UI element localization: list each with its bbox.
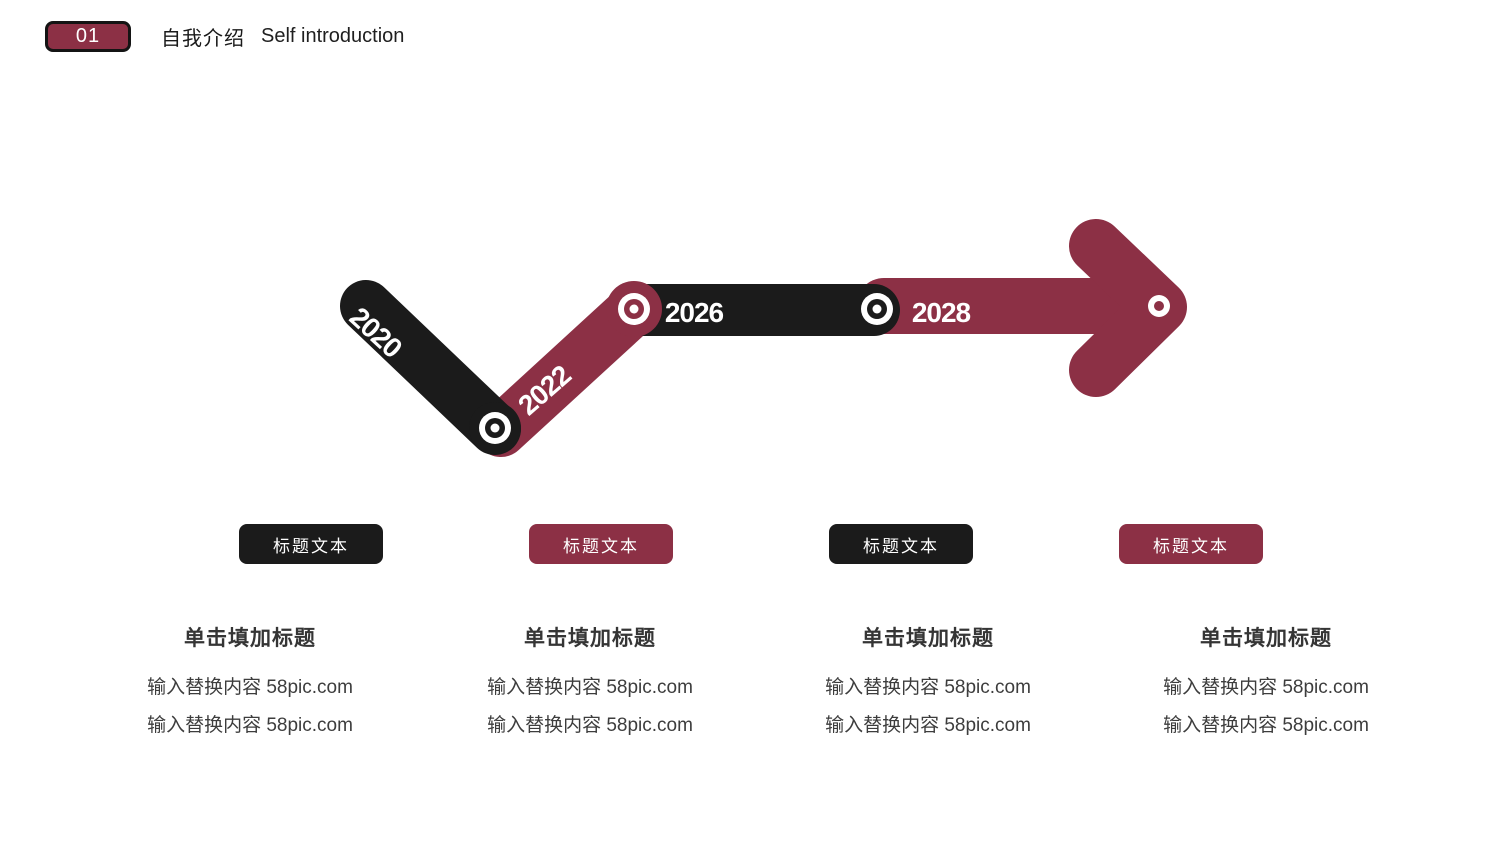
content-column-1: 单击填加标题 输入替换内容 58pic.com 输入替换内容 58pic.com <box>70 622 430 752</box>
section-title-en: Self introduction <box>261 25 405 47</box>
title-badge-label: 标题文本 <box>863 536 939 556</box>
timeline-segment-2022 <box>475 283 660 457</box>
title-badge-label: 标题文本 <box>273 536 349 556</box>
title-badge-1: 标题文本 <box>239 524 383 564</box>
column-line: 输入替换内容 58pic.com <box>487 715 693 736</box>
content-column-4: 单击填加标题 输入替换内容 58pic.com 输入替换内容 58pic.com <box>1086 622 1446 752</box>
column-title: 单击填加标题 <box>524 627 656 650</box>
content-column-2: 单击填加标题 输入替换内容 58pic.com 输入替换内容 58pic.com <box>410 622 770 752</box>
column-line: 输入替换内容 58pic.com <box>1163 677 1369 698</box>
title-badge-3: 标题文本 <box>829 524 973 564</box>
title-badge-label: 标题文本 <box>563 536 639 556</box>
section-number: 01 <box>75 25 101 47</box>
milestone-marker-2028-icon <box>861 293 893 325</box>
timeline-segment-2020 <box>340 280 521 455</box>
column-title: 单击填加标题 <box>862 627 994 650</box>
column-line: 输入替换内容 58pic.com <box>825 715 1031 736</box>
year-label-2028: 2028 <box>912 297 971 328</box>
content-column-3: 单击填加标题 输入替换内容 58pic.com 输入替换内容 58pic.com <box>748 622 1108 752</box>
slide-header: 01 自我介绍 Self introduction <box>45 21 404 52</box>
column-line: 输入替换内容 58pic.com <box>825 677 1031 698</box>
milestone-marker-2022-icon <box>606 281 662 337</box>
section-number-badge: 01 <box>45 21 131 52</box>
column-title: 单击填加标题 <box>1200 627 1332 650</box>
column-line: 输入替换内容 58pic.com <box>147 715 353 736</box>
column-line: 输入替换内容 58pic.com <box>1163 715 1369 736</box>
section-title-zh: 自我介绍 <box>161 28 245 50</box>
arrow-tip-marker-icon <box>1148 295 1170 317</box>
column-title: 单击填加标题 <box>184 627 316 650</box>
column-line: 输入替换内容 58pic.com <box>147 677 353 698</box>
title-badge-2: 标题文本 <box>529 524 673 564</box>
column-line: 输入替换内容 58pic.com <box>487 677 693 698</box>
milestone-marker-2020-icon <box>469 402 521 454</box>
year-label-2026: 2026 <box>665 297 724 328</box>
title-badge-4: 标题文本 <box>1119 524 1263 564</box>
title-badge-label: 标题文本 <box>1153 536 1229 556</box>
